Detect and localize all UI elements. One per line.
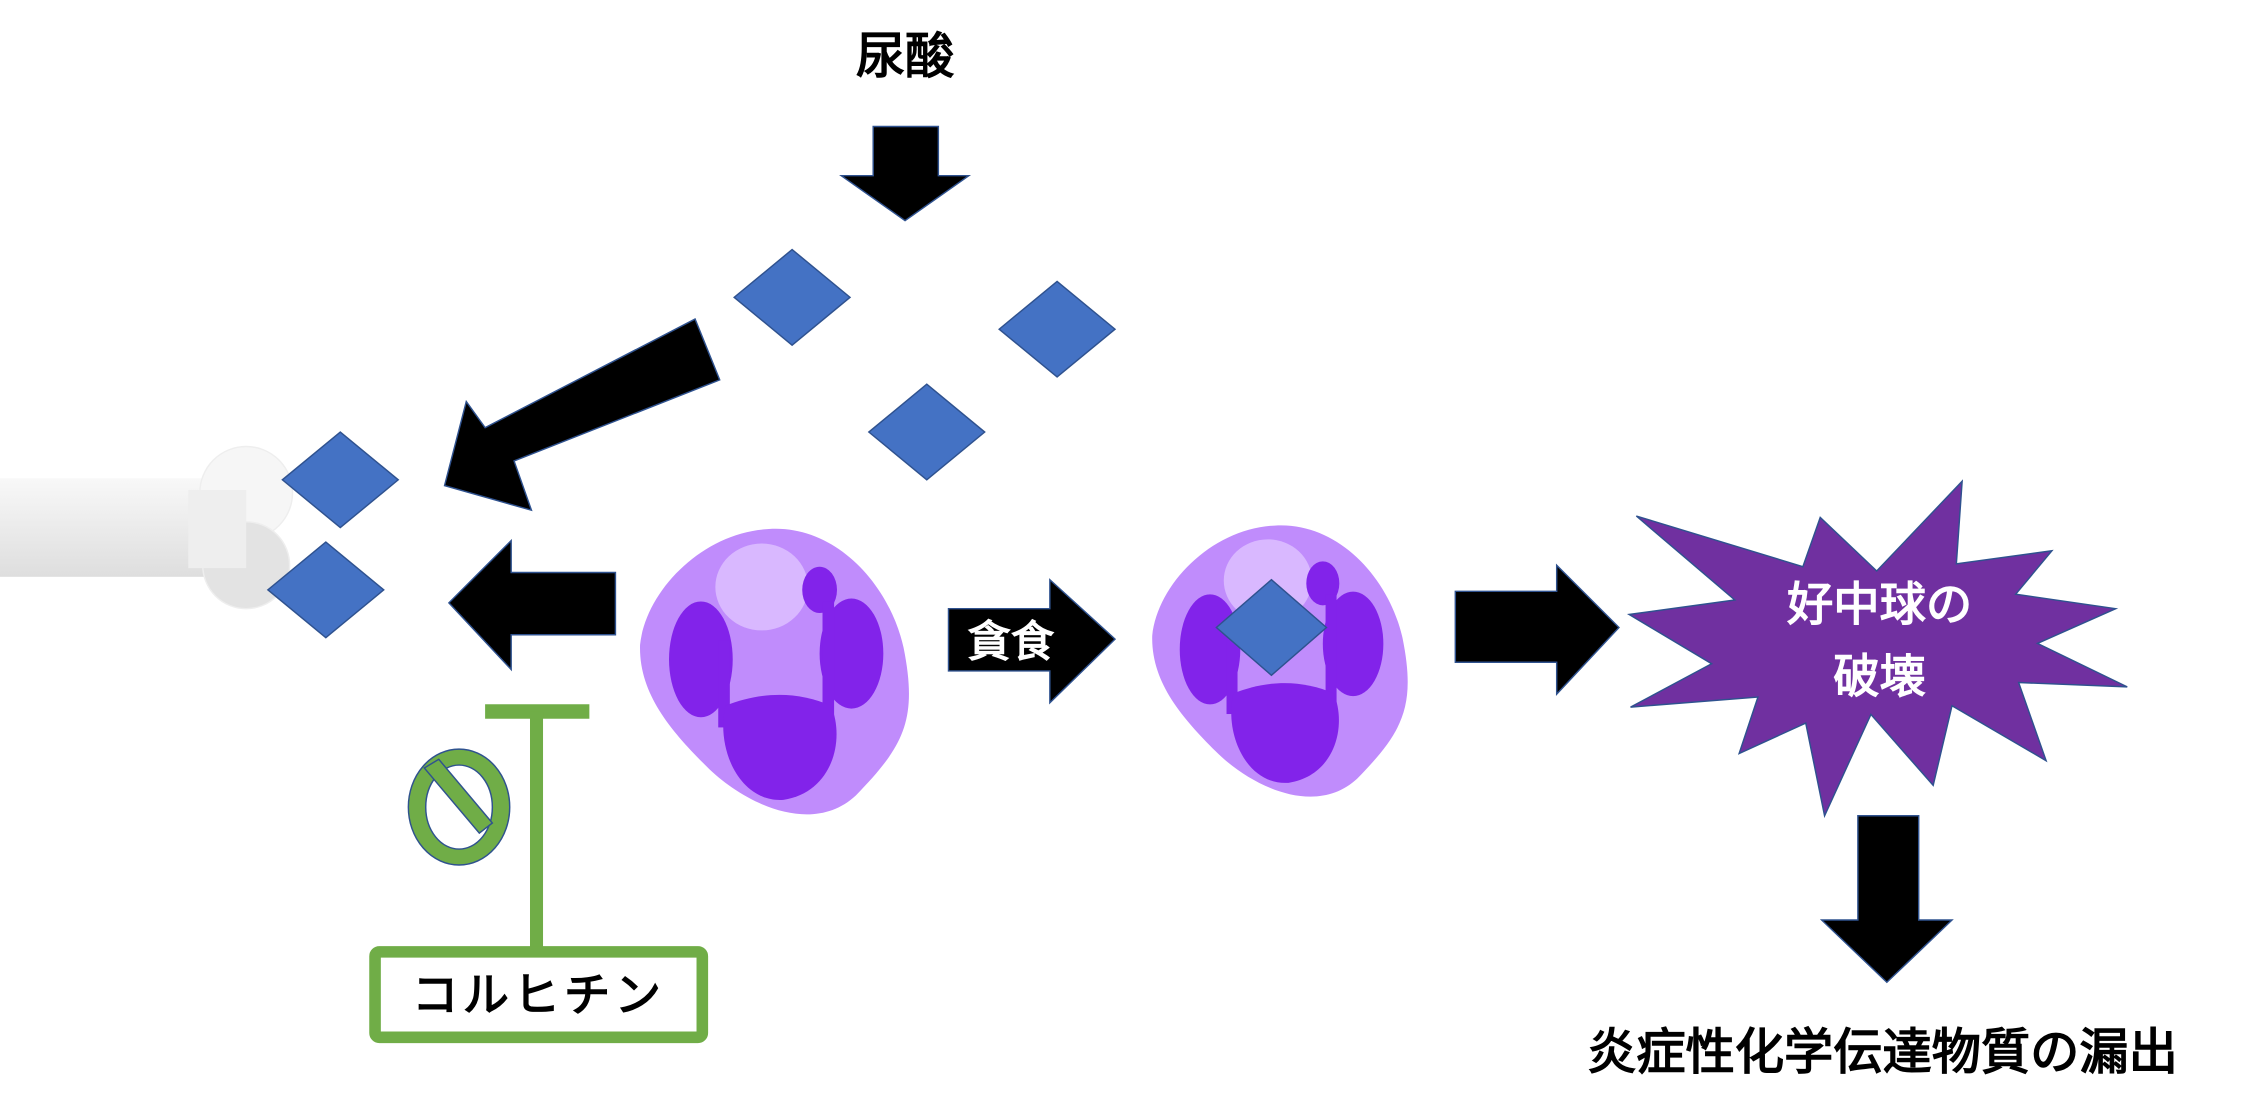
colchicine-label: コルヒチン	[412, 968, 665, 1022]
phagocytosis-arrow: 貪食	[947, 578, 1117, 705]
uric-acid-label: 尿酸	[856, 27, 955, 85]
neutrophil-destruction-burst: 好中球の 破壊	[1626, 479, 2128, 819]
bone-icon	[0, 445, 294, 610]
phagocytosis-label: 貪食	[967, 617, 1054, 667]
crystal-icon	[733, 248, 852, 347]
prohibited-icon	[407, 748, 511, 866]
crystal-icon	[1215, 578, 1328, 677]
crystal-icon	[266, 541, 385, 639]
neutrophil-with-crystal	[1152, 525, 1408, 797]
destruction-label-line2: 破壊	[1833, 650, 1926, 704]
down-arrow-top	[839, 125, 972, 222]
diagonal-arrow	[443, 318, 721, 512]
colchicine-inhibition: コルヒチン	[369, 704, 709, 1044]
crystal-icon	[867, 383, 986, 481]
uric-acid-crystals	[266, 248, 1117, 639]
down-arrow-result	[1819, 815, 1954, 984]
right-arrow	[1454, 563, 1620, 696]
crystal-icon	[998, 280, 1117, 378]
left-arrow	[447, 538, 617, 672]
destruction-label-line1: 好中球の	[1786, 577, 1972, 631]
result-label: 炎症性化学伝達物質の漏出	[1587, 1023, 2178, 1081]
neutrophil-icon	[640, 528, 909, 815]
crystal-icon	[281, 431, 400, 529]
